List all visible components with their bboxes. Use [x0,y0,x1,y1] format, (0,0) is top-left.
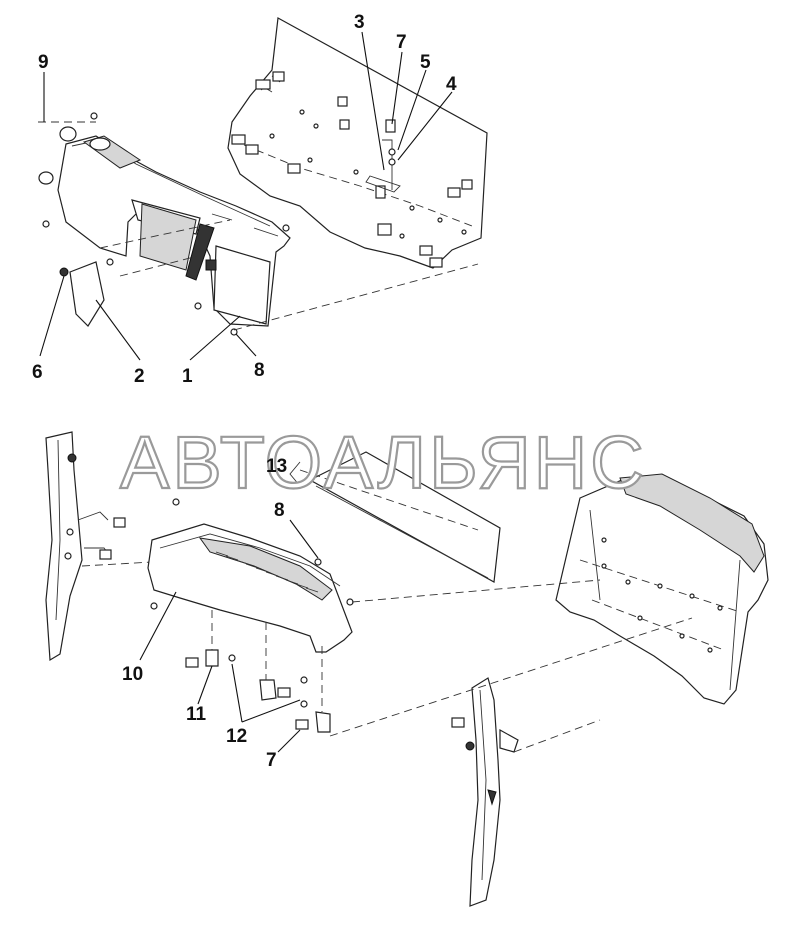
panel-13 [289,451,501,583]
lower-right-pillar [451,677,519,907]
callout-1: 1 [182,366,193,387]
callout-9: 9 [38,52,49,73]
upper-leaders [39,31,453,361]
watermark-text: АВТОАЛЬЯНС [120,421,647,504]
callout-2: 2 [134,366,145,387]
callout-7-upper: 7 [396,32,407,53]
callout-3: 3 [354,12,365,33]
callout-13: 13 [266,456,287,477]
lower-brackets [185,610,331,733]
upper-assembly-lines [38,121,479,331]
callout-labels: 9 3 7 5 4 6 2 1 8 13 8 10 11 12 7 [32,12,457,771]
lower-left-pillar [45,431,153,662]
upper-console-trim [57,135,291,327]
lower-console-trim [147,498,354,653]
callout-8-upper: 8 [254,360,265,381]
callout-11: 11 [186,704,207,725]
lower-assembly-lines [329,579,693,753]
callout-8-lower: 8 [274,500,285,521]
callout-4: 4 [446,74,457,95]
upper-small-parts [38,112,290,336]
callout-10: 10 [122,664,143,685]
callout-6: 6 [32,362,43,383]
callout-7-lower: 7 [266,750,277,771]
lower-cab-wall [555,473,769,705]
callout-5: 5 [420,52,431,73]
lower-leaders [139,519,319,753]
vent-grille [215,551,319,593]
upper-cab-wall [227,17,488,269]
callout-12: 12 [226,726,247,747]
